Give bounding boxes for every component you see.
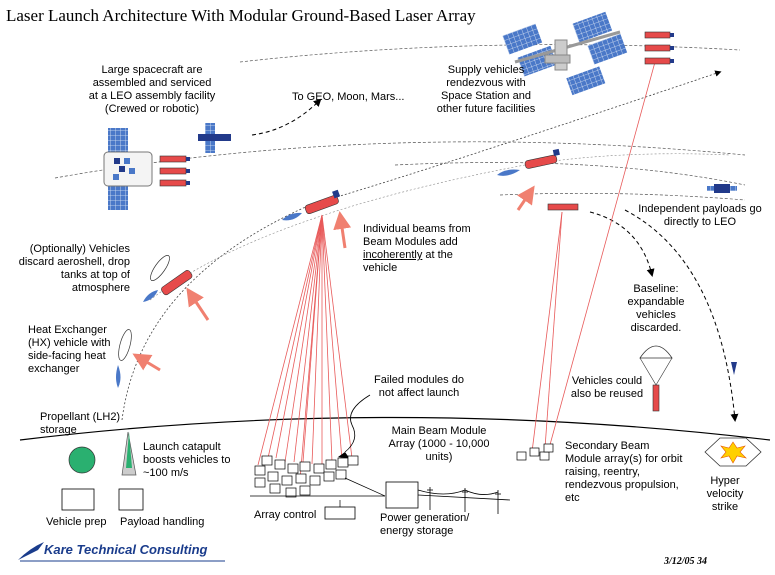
vehicle-upper-stage (547, 203, 579, 211)
catapult-label: Launch catapult boosts vehicles to ~100 … (143, 441, 231, 479)
earth-surface (19, 416, 771, 441)
beams-label: Individual beams from Beam Modules add i… (363, 223, 481, 275)
leo-facility-label: Large spacecraft are assembled and servi… (88, 64, 216, 115)
secondary-beams (531, 61, 656, 453)
beams-label-pre: Individual beams from Beam Modules add (363, 223, 471, 248)
brand-name: Kare Technical Consulting (44, 542, 208, 557)
laser-beams (257, 214, 353, 481)
secondary-label: Secondary Beam Module array(s) for orbit… (565, 440, 683, 504)
failed-callout-line (344, 394, 371, 453)
array-control-box (324, 506, 356, 520)
launch-trajectory (121, 70, 722, 421)
supply-label: Supply vehicles rendezvous with Space St… (436, 64, 536, 115)
slide-title: Laser Launch Architecture With Modular G… (6, 6, 476, 25)
power-lines-icon (417, 487, 511, 514)
parachute-icon (639, 345, 673, 412)
beams-label-underlined: incoherently (363, 249, 423, 261)
leo-facility-icon (103, 128, 190, 210)
vehicle-catapult (121, 431, 137, 476)
strike-icon (704, 437, 762, 467)
secondary-beam-array (516, 443, 554, 461)
vehicle-orbit (497, 148, 560, 176)
payload-handling-label: Payload handling (120, 516, 205, 528)
baseline-label: Baseline: expandable vehicles discarded. (627, 283, 685, 334)
power-label: Power generation/ energy storage (380, 512, 470, 537)
geo-label: To GEO, Moon, Mars... (292, 91, 405, 103)
slide-date: 3/12/05 34 (664, 556, 708, 567)
aeroshell-label: (Optionally) Vehicles discard aeroshell,… (18, 243, 130, 294)
docked-vehicles (644, 31, 674, 65)
main-array-label: Main Beam Module Array (1000 - 10,000 un… (388, 425, 490, 463)
vehicle-prep-label: Vehicle prep (46, 516, 107, 528)
array-control-label: Array control (254, 509, 317, 521)
power-box (385, 481, 419, 509)
payload-handling-box (118, 488, 144, 511)
propellant-tank-icon (68, 446, 96, 474)
brand-logo-swoosh (18, 542, 44, 560)
baseline-arrow (589, 211, 655, 277)
vehicle-mid (143, 255, 193, 302)
space-station-icon (502, 11, 628, 96)
vehicle-prep-box (61, 488, 95, 511)
hyper-label: Hyper velocity strike (706, 475, 744, 513)
geo-arrow (251, 98, 322, 136)
reused-label: Vehicles could also be reused (570, 375, 644, 400)
failed-label: Failed modules do not affect launch (374, 374, 464, 399)
vehicle-upper (282, 189, 341, 221)
spacecraft-icon (198, 123, 231, 153)
hx-label: Heat Exchanger (HX) vehicle with side-fa… (28, 324, 111, 375)
independent-label: Independent payloads go directly to LEO (638, 203, 762, 228)
main-beam-array (250, 455, 386, 507)
propellant-label: Propellant (LH2) storage (40, 411, 121, 436)
vehicle-hx (116, 329, 132, 388)
callout-arrows (132, 185, 535, 372)
reentry-vehicle-icon (731, 362, 737, 375)
payload-icon (707, 184, 737, 193)
beams-label-post: at the vehicle (363, 249, 453, 274)
